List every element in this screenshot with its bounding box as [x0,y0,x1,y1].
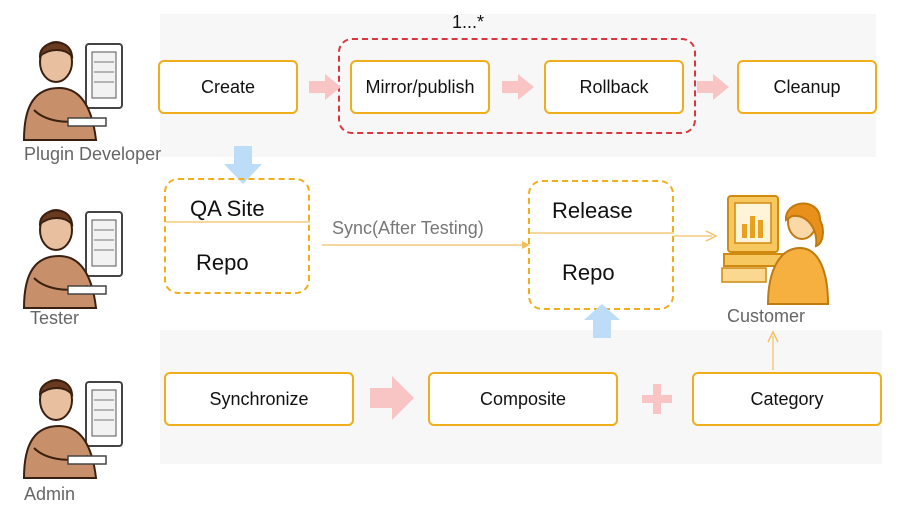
flow-arrow-icon [309,74,341,100]
admin-role-label: Admin [24,484,76,504]
qa-repo-label: Repo [196,250,249,275]
plus-icon [642,384,672,414]
flow-arrow-icon [370,376,414,420]
cleanup-step: Cleanup [737,60,877,114]
developer-person-icon [22,41,123,141]
mirror-publish-step: Mirror/publish [350,60,490,114]
composite-step: Composite [428,372,618,426]
release-repo-label: Repo [562,260,615,285]
category-step: Category [692,372,882,426]
flow-arrow-icon [502,74,534,100]
down-arrow-icon [224,146,262,184]
qa-site-title: QA Site [190,196,265,221]
customer-person-icon [721,195,830,305]
release-title: Release [552,198,633,223]
tester-role-label: Tester [30,308,80,328]
sync-label: Sync(After Testing) [332,218,484,238]
developer-role-label: Plugin Developer [24,144,162,164]
customer-role-label: Customer [727,306,806,326]
tester-person-icon [22,209,123,309]
rollback-step: Rollback [544,60,684,114]
qa-site-repo [164,178,310,294]
create-step: Create [158,60,298,114]
multiplicity-label: 1...* [452,12,485,32]
up-arrow-icon [584,304,620,338]
flow-arrow-icon [697,74,729,100]
admin-person-icon [22,379,123,479]
synchronize-step: Synchronize [164,372,354,426]
